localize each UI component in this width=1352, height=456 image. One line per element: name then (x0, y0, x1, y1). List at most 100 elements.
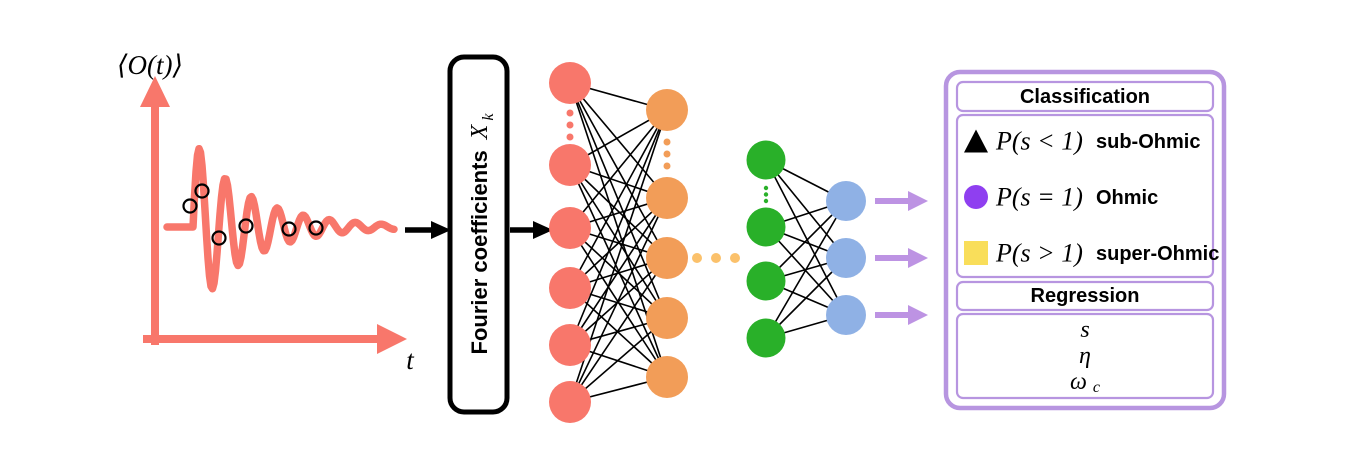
classification-header-box (955, 80, 1215, 113)
layer-ellipsis-dot (763, 198, 769, 204)
sample-point-marker (194, 183, 210, 199)
signal-plot (140, 76, 407, 354)
network-edge (569, 164, 668, 259)
neural-network (549, 62, 866, 423)
square-marker-icon (964, 241, 988, 265)
arrowhead-icon (431, 221, 451, 239)
arrowhead-icon (908, 191, 928, 211)
network-edge (569, 109, 668, 346)
fourier-subscript: k (480, 113, 497, 121)
layer-ellipsis-dot (763, 192, 769, 197)
layer-ellipsis-dot (763, 185, 769, 191)
neuron-node (826, 238, 866, 278)
layer-ellipsis-dot (663, 162, 671, 170)
sample-point-marker (281, 221, 297, 237)
output-arrows (875, 191, 928, 325)
neuron-node (826, 181, 866, 221)
sample-markers (182, 183, 324, 246)
fourier-box-border (447, 54, 510, 415)
network-edge (569, 109, 668, 289)
probability-text: P(s > 1) (995, 239, 1083, 268)
arrowhead-icon (908, 248, 928, 268)
neuron-node (646, 297, 688, 339)
sample-point-marker (211, 230, 227, 246)
regression-output-omega-c: ω c (1070, 369, 1100, 396)
regression-title: Regression (1031, 285, 1140, 307)
layer-output (826, 181, 866, 335)
symbol-subscript: c (1093, 379, 1100, 396)
fourier-label-text: Fourier coefficients (467, 150, 492, 354)
neuron-node (646, 177, 688, 219)
class-label: sub-Ohmic (1096, 131, 1200, 153)
output-arrow (875, 191, 928, 211)
triangle-marker-icon (964, 129, 988, 153)
network-edge (569, 197, 668, 403)
network-edge (569, 317, 668, 403)
neuron-node (746, 140, 786, 180)
symbol: s (1080, 317, 1089, 343)
network-edge (765, 200, 847, 339)
neuron-node (646, 237, 688, 279)
output-arrow (875, 248, 928, 268)
arrowhead-icon (908, 305, 928, 325)
layer-input (549, 62, 591, 423)
layer-ellipsis-dot (566, 121, 574, 129)
class-label: Ohmic (1096, 187, 1158, 209)
network-edge (569, 109, 668, 229)
neuron-node (746, 318, 786, 358)
network-edge (569, 257, 668, 403)
arrowhead-icon (533, 221, 553, 239)
signal-curve (163, 144, 398, 293)
hidden-layers-ellipsis-dot (730, 253, 740, 263)
x-axis-label: t (406, 345, 415, 375)
neuron-node (549, 267, 591, 309)
symbol: η (1079, 343, 1091, 369)
neuron-node (746, 207, 786, 247)
network-edge (569, 82, 668, 199)
neuron-node (549, 207, 591, 249)
hidden-layers-ellipsis-dot (692, 253, 702, 263)
arrow-fourier-to-network (510, 221, 553, 239)
classification-row-super-ohmic: P(s > 1) super-Ohmic (964, 239, 1219, 268)
network-edge (569, 82, 668, 259)
classification-title: Classification (1020, 86, 1150, 108)
network-edge (569, 287, 668, 378)
circle-marker-icon (964, 185, 988, 209)
network-edge (569, 197, 668, 346)
layer-ellipsis-dot (566, 109, 574, 117)
network-edge (569, 197, 668, 289)
y-axis-arrowhead-icon (140, 76, 170, 107)
layer-hidden-n (746, 140, 786, 358)
network-edges (569, 82, 847, 403)
fourier-variable: X (467, 123, 493, 140)
classification-row-ohmic: P(s = 1) Ohmic (964, 183, 1158, 212)
classification-row-sub-ohmic: P(s < 1) sub-Ohmic (964, 127, 1200, 156)
regression-body-box (955, 312, 1215, 400)
neuron-node (549, 144, 591, 186)
network-edge (765, 159, 847, 316)
hidden-layers-ellipsis-dot (711, 253, 721, 263)
regression-output-s: s (1080, 317, 1089, 343)
y-axis-label: ⟨O(t)⟩ (117, 50, 183, 80)
layer-hidden-1 (646, 89, 688, 398)
class-label: super-Ohmic (1096, 243, 1219, 265)
probability-text: P(s < 1) (995, 127, 1083, 156)
layer-ellipsis-dot (566, 133, 574, 141)
sample-point-marker (238, 218, 254, 234)
neuron-node (549, 324, 591, 366)
neuron-node (549, 62, 591, 104)
sample-point-marker (182, 198, 198, 214)
symbol: ω (1070, 369, 1087, 395)
probability-text: P(s = 1) (995, 183, 1083, 212)
regression-output-eta: η (1079, 343, 1091, 369)
neuron-node (746, 261, 786, 301)
neuron-node (549, 381, 591, 423)
network-edge (569, 164, 668, 319)
arrow-signal-to-fourier (405, 221, 451, 239)
output-arrow (875, 305, 928, 325)
fourier-box-label: Fourier coefficients X k (467, 113, 497, 355)
neuron-node (646, 89, 688, 131)
results-panel: Classification P(s < 1) sub-Ohmic P(s = … (943, 69, 1227, 411)
